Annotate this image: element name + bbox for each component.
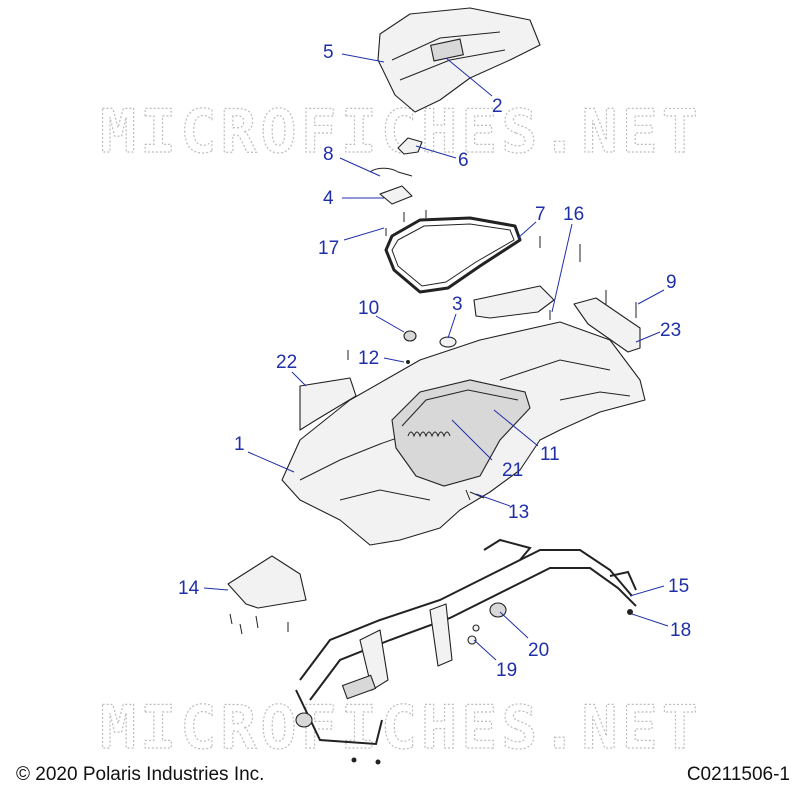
cable-part: [369, 167, 413, 177]
callout-12: 12: [358, 348, 379, 369]
callout-4: 4: [323, 188, 334, 209]
callout-5: 5: [323, 42, 334, 63]
callout-6: 6: [458, 150, 469, 171]
bracket-part: [379, 185, 413, 205]
watermark-bottom: MICROFICHES.NET: [100, 693, 702, 763]
callout-11: 11: [540, 444, 560, 465]
callout-16: 16: [563, 204, 584, 225]
right-bracket-23: [573, 297, 641, 353]
left-bracket-22: [299, 377, 357, 431]
callout-23: 23: [660, 320, 681, 341]
callout-22: 22: [276, 352, 297, 373]
leader-lines: [203, 53, 669, 661]
callout-13: 13: [508, 502, 529, 523]
rear-rack-part: [281, 321, 646, 546]
callout-1: 1: [234, 434, 245, 455]
plug-part: [439, 336, 457, 348]
callout-7: 7: [535, 204, 546, 225]
storage-cover-part: [377, 7, 541, 113]
callout-17: 17: [318, 238, 339, 259]
callout-14: 14: [178, 578, 200, 599]
callout-labels: 5 2 6 8 4 7 17 16 9 10 3 23 12 22 1 11 2…: [178, 42, 691, 681]
watermark-top: MICROFICHES.NET: [100, 97, 702, 167]
callout-20: 20: [528, 640, 549, 661]
callout-9: 9: [666, 272, 677, 293]
callout-10: 10: [358, 298, 379, 319]
pin-part: [465, 489, 485, 501]
callout-18: 18: [670, 620, 691, 641]
callout-2: 2: [492, 96, 503, 117]
callout-8: 8: [323, 144, 334, 165]
copyright-text: © 2020 Polaris Industries Inc.: [16, 764, 265, 785]
mud-plate-part: [227, 555, 307, 635]
callout-19: 19: [496, 660, 517, 681]
callout-3: 3: [452, 294, 463, 315]
seal-part: [384, 216, 522, 294]
rear-frame-part: [295, 538, 637, 765]
grommet-part: [403, 330, 417, 342]
callout-15: 15: [668, 576, 689, 597]
diagram-id: C0211506-1: [686, 764, 790, 785]
callout-21: 21: [502, 460, 523, 481]
center-bracket: [473, 285, 555, 319]
